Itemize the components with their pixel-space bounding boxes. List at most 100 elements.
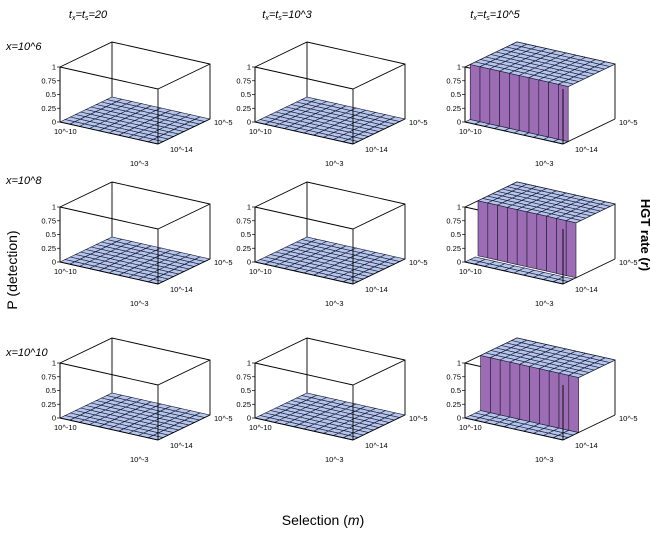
- surface-step-wall: [479, 66, 491, 125]
- box-top-right-edge: [157, 203, 211, 230]
- hgt-tick-label: 10^-14: [365, 285, 388, 294]
- box-top-front-edge: [59, 206, 159, 230]
- box-top-right-edge: [352, 359, 406, 386]
- z-tick-label: 0: [52, 414, 56, 423]
- surface-step-wall: [497, 204, 508, 263]
- surface-step-wall: [487, 202, 498, 261]
- z-tick-label: 0.5: [46, 90, 56, 99]
- z-tick-label: 0.75: [41, 76, 56, 85]
- box-top-right-edge: [352, 203, 406, 230]
- surface-step-wall: [519, 363, 530, 422]
- hgt-tick-label: 10^-5: [214, 118, 233, 127]
- box-right-bottom-edge: [157, 118, 211, 145]
- x-axis-label: Selection (m): [282, 512, 365, 528]
- z-tick-label: 0: [52, 118, 56, 127]
- hgt-tick-label: 10^-14: [575, 145, 598, 154]
- z-tick-label: 0.5: [241, 230, 251, 239]
- selection-tick-label: 10^-10: [459, 267, 482, 276]
- hgt-tick-label: 10^-14: [170, 285, 193, 294]
- surface-step-wall: [528, 77, 540, 136]
- surface-cell-high: [599, 61, 616, 67]
- box-right-bottom-edge: [352, 258, 406, 285]
- surface-step-wall: [568, 374, 579, 433]
- surface-step-wall: [558, 372, 570, 431]
- selection-tick-label: 10^-3: [130, 159, 149, 168]
- surface-cell-high: [599, 201, 616, 207]
- hgt-tick-label: 10^-5: [409, 258, 428, 267]
- hgt-tick-label: 10^-14: [575, 441, 598, 450]
- surface-step-wall: [539, 368, 550, 427]
- surface-step-wall: [565, 220, 577, 279]
- hgt-tick-label: 10^-14: [365, 145, 388, 154]
- z-tick-label: 1: [52, 359, 56, 368]
- surface-step-wall: [509, 72, 520, 131]
- z-tick-label: 1: [247, 359, 251, 368]
- z-tick-label: 0: [247, 414, 251, 423]
- z-tick-label: 0.75: [236, 76, 251, 85]
- surface-step-wall: [480, 355, 491, 414]
- z-tick-label: 0.25: [236, 244, 251, 253]
- surface-step-wall: [526, 211, 538, 270]
- box-front-bottom-edge: [254, 121, 354, 145]
- box-top-front-edge: [254, 362, 354, 386]
- box-top-right-edge: [157, 63, 211, 90]
- surface-step-wall: [509, 361, 521, 420]
- z-tick-label: 0.25: [446, 104, 461, 113]
- box-top-front-edge: [254, 66, 354, 90]
- hgt-tick-label: 10^-14: [575, 285, 598, 294]
- hgt-tick-label: 10^-5: [619, 414, 638, 423]
- surface-step-wall: [477, 200, 489, 259]
- z-tick-label: 0.75: [446, 216, 461, 225]
- surface-step-wall: [548, 370, 560, 429]
- selection-tick-label: 10^-10: [249, 267, 272, 276]
- selection-tick-label: 10^-3: [325, 455, 344, 464]
- z-tick-label: 0.5: [241, 90, 251, 99]
- box-top-front-edge: [254, 206, 354, 230]
- box-front-bottom-edge: [59, 121, 159, 145]
- hgt-tick-label: 10^-5: [409, 118, 428, 127]
- z-tick-label: 0.75: [446, 76, 461, 85]
- z-tick-label: 0.25: [446, 244, 461, 253]
- hgt-tick-label: 10^-14: [170, 441, 193, 450]
- box-top-right-edge: [352, 63, 406, 90]
- surface-step-wall: [516, 209, 528, 268]
- y-axis-label: P (detection): [4, 230, 20, 309]
- column-title-2: tx=ts=10^3: [262, 9, 312, 22]
- box-right-bottom-edge: [562, 258, 616, 285]
- z-tick-label: 0.5: [451, 386, 461, 395]
- surface-step-wall: [548, 81, 559, 140]
- z-tick-label: 0: [247, 258, 251, 267]
- selection-tick-label: 10^-10: [459, 127, 482, 136]
- box-right-bottom-edge: [562, 118, 616, 145]
- column-title-1: tx=ts=20: [69, 9, 108, 22]
- hgt-tick-label: 10^-5: [619, 118, 638, 127]
- box-top-front-edge: [59, 66, 159, 90]
- box-front-bottom-edge: [59, 417, 159, 441]
- z-tick-label: 0.25: [41, 400, 56, 409]
- surface-step-wall: [499, 359, 511, 418]
- selection-tick-label: 10^-3: [130, 299, 149, 308]
- surface-step-wall: [538, 79, 549, 138]
- selection-tick-label: 10^-10: [459, 423, 482, 432]
- z-tick-label: 0: [52, 258, 56, 267]
- row-label-3: x=10^10: [5, 347, 48, 359]
- row-label-2: x=10^8: [5, 175, 42, 187]
- selection-tick-label: 10^-3: [325, 159, 344, 168]
- column-title-3: tx=ts=10^5: [470, 9, 520, 22]
- z-tick-label: 0.5: [46, 230, 56, 239]
- z-tick-label: 0.75: [41, 216, 56, 225]
- hgt-tick-label: 10^-5: [214, 414, 233, 423]
- box-top-front-edge: [59, 362, 159, 386]
- box-right-bottom-edge: [352, 414, 406, 441]
- selection-tick-label: 10^-10: [54, 267, 77, 276]
- z-tick-label: 0.25: [446, 400, 461, 409]
- box-front-bottom-edge: [464, 121, 564, 145]
- z-tick-label: 0: [457, 118, 461, 127]
- selection-tick-label: 10^-3: [325, 299, 344, 308]
